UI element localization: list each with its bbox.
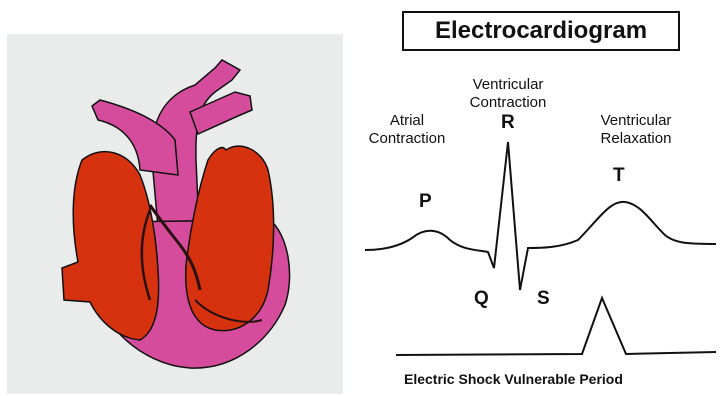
vent-relaxation-line2: Relaxation <box>580 130 692 148</box>
ecg-waveform <box>365 142 716 290</box>
q-wave-letter: Q <box>474 289 489 309</box>
atrial-contraction-label: Atrial Contraction <box>352 112 462 148</box>
atrial-label-line1: Atrial <box>352 112 462 130</box>
diagram-title: Electrocardiogram <box>402 11 680 51</box>
vent-contraction-line1: Ventricular <box>452 76 564 94</box>
vent-contraction-line2: Contraction <box>452 94 564 112</box>
vent-relaxation-line1: Ventricular <box>580 112 692 130</box>
vulnerable-period-trace <box>396 298 716 355</box>
p-wave-letter: P <box>419 192 432 212</box>
s-wave-letter: S <box>537 289 550 309</box>
r-wave-letter: R <box>501 113 515 133</box>
atrial-label-line2: Contraction <box>352 130 462 148</box>
vulnerable-period-label: Electric Shock Vulnerable Period <box>404 371 716 387</box>
ventricular-relaxation-label: Ventricular Relaxation <box>580 112 692 148</box>
t-wave-letter: T <box>613 166 625 186</box>
ventricular-contraction-label: Ventricular Contraction <box>452 76 564 112</box>
